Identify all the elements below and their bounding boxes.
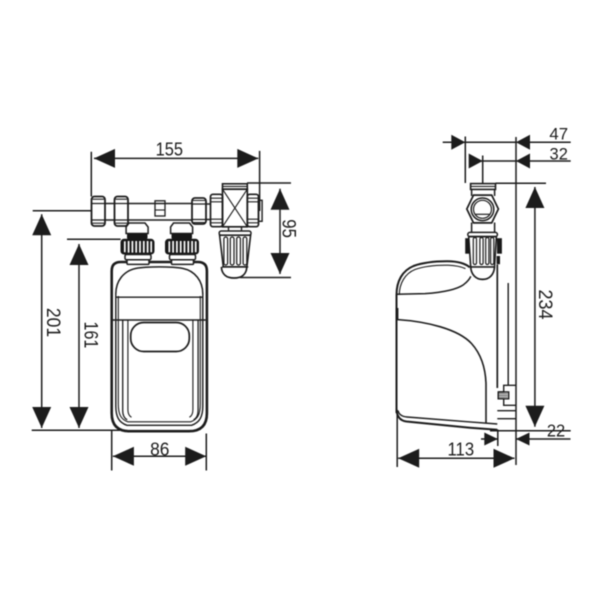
svg-text:201: 201 bbox=[42, 308, 63, 337]
svg-text:113: 113 bbox=[448, 440, 475, 460]
svg-text:95: 95 bbox=[278, 219, 299, 238]
svg-text:47: 47 bbox=[549, 125, 568, 144]
svg-text:86: 86 bbox=[150, 439, 169, 459]
svg-text:234: 234 bbox=[534, 290, 555, 320]
svg-text:32: 32 bbox=[550, 144, 568, 163]
svg-text:22: 22 bbox=[547, 421, 565, 441]
svg-text:161: 161 bbox=[79, 322, 100, 349]
svg-text:155: 155 bbox=[156, 139, 183, 159]
